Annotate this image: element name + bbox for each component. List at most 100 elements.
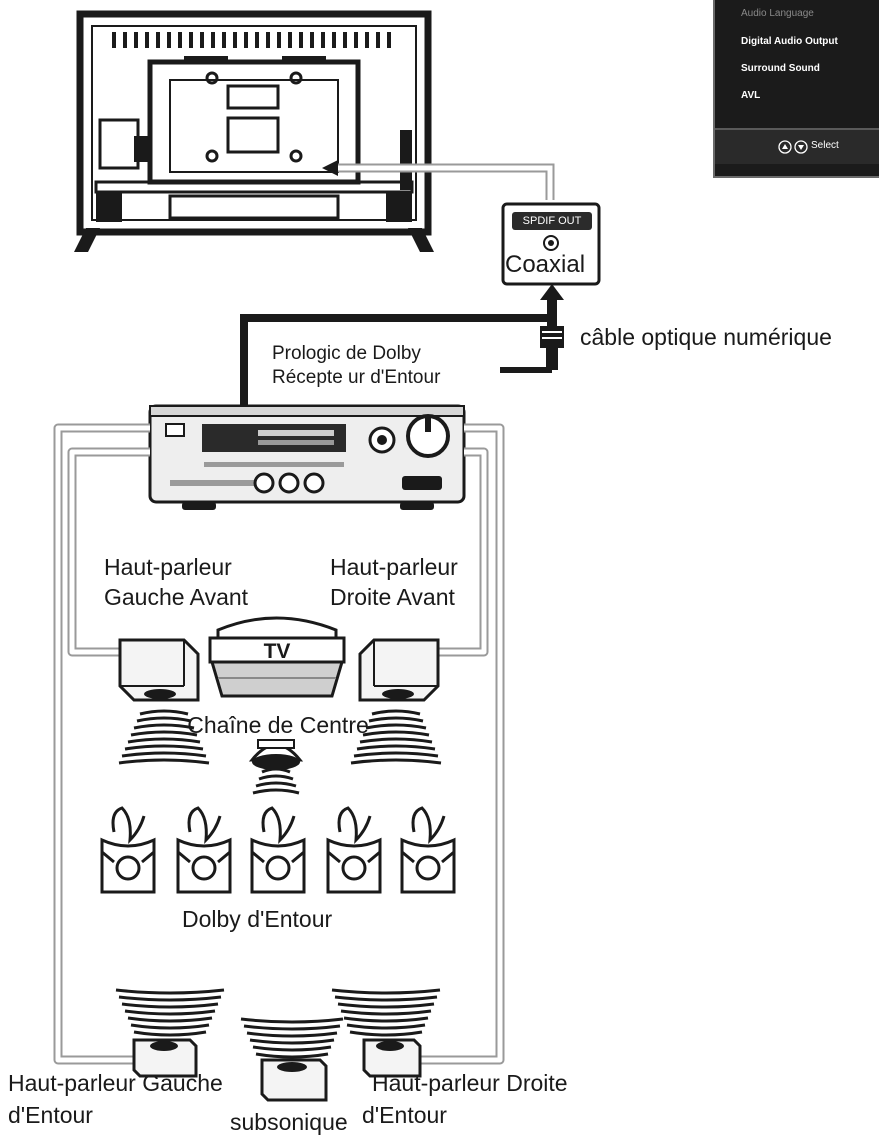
sound-wave <box>356 744 436 751</box>
listener-chair <box>250 806 306 894</box>
sound-wave <box>331 988 441 995</box>
vent-slot <box>244 32 248 48</box>
vent-slot <box>299 32 303 48</box>
sound-wave <box>249 1038 335 1045</box>
sound-wave <box>255 1052 329 1059</box>
listener-chair <box>100 806 156 894</box>
menu-item-digital-audio-output[interactable]: Digital Audio Output <box>741 36 838 47</box>
vent-slot <box>178 32 182 48</box>
vent-slot <box>387 32 391 48</box>
sound-wave <box>350 758 442 765</box>
sound-wave <box>121 751 207 758</box>
vent-slot <box>310 32 314 48</box>
receiver-label-line2: Récepte ur d'Entour <box>272 367 441 388</box>
sound-wave <box>139 709 189 716</box>
optical-cable-label: câble optique numérique <box>580 324 832 350</box>
sound-wave <box>121 1002 219 1009</box>
vent-slot <box>365 32 369 48</box>
menu-footer: Select <box>715 128 879 164</box>
sound-wave <box>346 1023 426 1030</box>
spdif-out-label: SPDIF OUT <box>512 212 592 230</box>
vent-slot <box>156 32 160 48</box>
sound-wave <box>359 737 433 744</box>
rear-left-label-line2: d'Entour <box>8 1102 93 1128</box>
vent-slot <box>354 32 358 48</box>
vent-slot <box>288 32 292 48</box>
vent-slot <box>200 32 204 48</box>
subwoofer-label: subsonique <box>230 1109 348 1135</box>
vent-slot <box>266 32 270 48</box>
vent-slot <box>376 32 380 48</box>
vent-slot <box>112 32 116 48</box>
listeners-illustration <box>100 806 456 894</box>
listener-chair <box>176 806 232 894</box>
front-left-label-line1: Haut-parleur <box>104 554 232 580</box>
tv-mark-text: TV <box>264 640 291 663</box>
listener-chair <box>326 806 382 894</box>
sound-wave <box>130 730 198 737</box>
vent-slot <box>145 32 149 48</box>
sound-wave <box>365 723 427 730</box>
sound-wave <box>240 1017 344 1024</box>
receiver-label-line1: Prologic de Dolby <box>272 343 421 364</box>
menu-item-surround-sound[interactable]: Surround Sound <box>741 63 820 74</box>
rear-right-label-line2: d'Entour <box>362 1102 447 1128</box>
sound-wave <box>136 716 192 723</box>
front-left-speaker <box>118 638 200 702</box>
sound-wave <box>124 744 204 751</box>
sound-wave <box>133 723 195 730</box>
up-down-arrows-icon <box>778 140 808 154</box>
sound-wave <box>349 1030 423 1037</box>
sound-wave <box>353 751 439 758</box>
sound-wave <box>115 988 225 995</box>
sound-wave <box>334 995 438 1002</box>
sound-wave <box>362 730 430 737</box>
audio-settings-menu: Audio Language Digital Audio Output Surr… <box>713 0 879 178</box>
vent-slot <box>167 32 171 48</box>
sound-wave <box>118 995 222 1002</box>
subwoofer-speaker <box>260 1058 328 1102</box>
front-right-label-line2: Droite Avant <box>330 584 455 610</box>
sound-wave <box>118 758 210 765</box>
listener-chair <box>400 806 456 894</box>
sound-wave <box>252 1045 332 1052</box>
center-channel-label: Chaîne de Centre <box>187 712 369 738</box>
sound-wave <box>252 788 300 795</box>
center-speaker <box>248 739 304 770</box>
tv-front-illustration <box>208 616 346 698</box>
rear-right-speaker <box>362 1038 422 1078</box>
vent-slot <box>277 32 281 48</box>
rear-left-label-line1: Haut-parleur Gauche <box>8 1070 223 1096</box>
sound-wave <box>258 774 294 781</box>
menu-item-avl[interactable]: AVL <box>741 90 761 101</box>
coaxial-label: Coaxial <box>505 251 586 278</box>
vent-slot <box>321 32 325 48</box>
vent-slot <box>189 32 193 48</box>
rear-left-speaker <box>132 1038 198 1078</box>
vent-slot <box>134 32 138 48</box>
sound-wave <box>368 716 424 723</box>
sound-wave <box>371 709 421 716</box>
rear-right-label-line1: Haut-parleur Droite <box>372 1070 568 1096</box>
sound-wave <box>133 1030 207 1037</box>
sound-wave <box>243 1024 341 1031</box>
front-right-label-line1: Haut-parleur <box>330 554 458 580</box>
vent-slot <box>211 32 215 48</box>
sound-wave <box>130 1023 210 1030</box>
menu-item-audio-language[interactable]: Audio Language <box>741 8 814 19</box>
sound-wave <box>127 1016 213 1023</box>
vent-slot <box>123 32 127 48</box>
sound-wave <box>343 1016 429 1023</box>
vent-slot <box>255 32 259 48</box>
dolby-surround-label: Dolby d'Entour <box>182 906 333 932</box>
vent-slot <box>332 32 336 48</box>
front-left-label-line2: Gauche Avant <box>104 584 249 610</box>
sound-wave <box>246 1031 338 1038</box>
vent-slot <box>233 32 237 48</box>
front-right-speaker <box>358 638 440 702</box>
receiver-illustration <box>148 404 466 510</box>
vent-slot <box>343 32 347 48</box>
sound-wave <box>124 1009 216 1016</box>
